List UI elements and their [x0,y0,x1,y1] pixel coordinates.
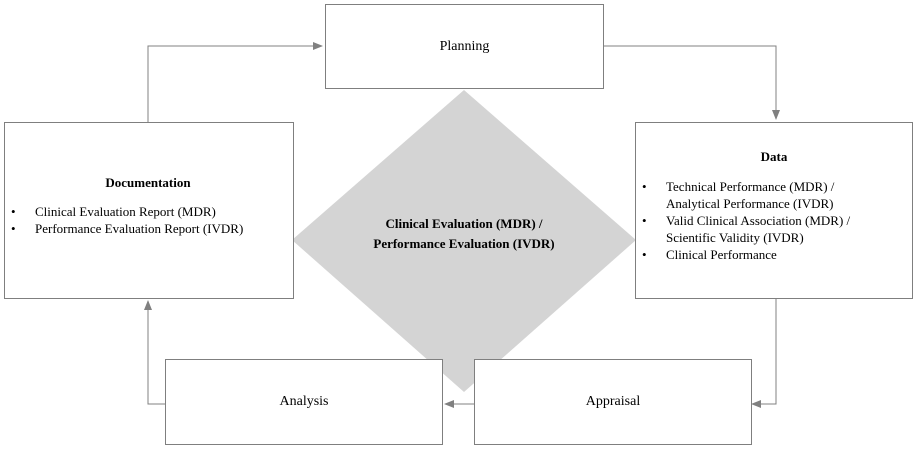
appraisal-label: Appraisal [585,394,641,409]
documentation-title: Documentation [105,175,191,190]
data-title: Data [760,149,788,164]
arrow-planning-to-data [604,45,780,120]
center-title-line2: Performance Evaluation (IVDR) [373,236,555,251]
planning-label: Planning [439,38,490,54]
documentation-box: Documentation Clinical Evaluation Report… [4,122,294,299]
analysis-label: Analysis [279,394,329,409]
data-box: Data Technical Performance (MDR) / Analy… [635,122,913,299]
data-list: Technical Performance (MDR) / Analytical… [636,178,912,263]
documentation-item-cer: Clinical Evaluation Report (MDR) [5,203,293,220]
arrow-analysis-to-documentation [144,300,165,405]
documentation-list: Clinical Evaluation Report (MDR) Perform… [5,203,293,237]
data-item-clinical-performance: Clinical Performance [636,246,912,263]
analysis-box: Analysis [165,359,443,445]
center-diamond-label: Clinical Evaluation (MDR) / Performance … [330,214,598,254]
center-title-line1: Clinical Evaluation (MDR) / [385,216,543,231]
arrow-documentation-to-planning [147,42,323,122]
planning-box: Planning [325,4,604,89]
documentation-item-per: Performance Evaluation Report (IVDR) [5,220,293,237]
arrow-data-to-appraisal [751,298,777,408]
appraisal-box: Appraisal [474,359,752,445]
data-item-technical-performance: Technical Performance (MDR) / Analytical… [636,178,912,212]
center-diamond [292,90,636,392]
data-item-valid-clinical-association: Valid Clinical Association (MDR) / Scien… [636,212,912,246]
